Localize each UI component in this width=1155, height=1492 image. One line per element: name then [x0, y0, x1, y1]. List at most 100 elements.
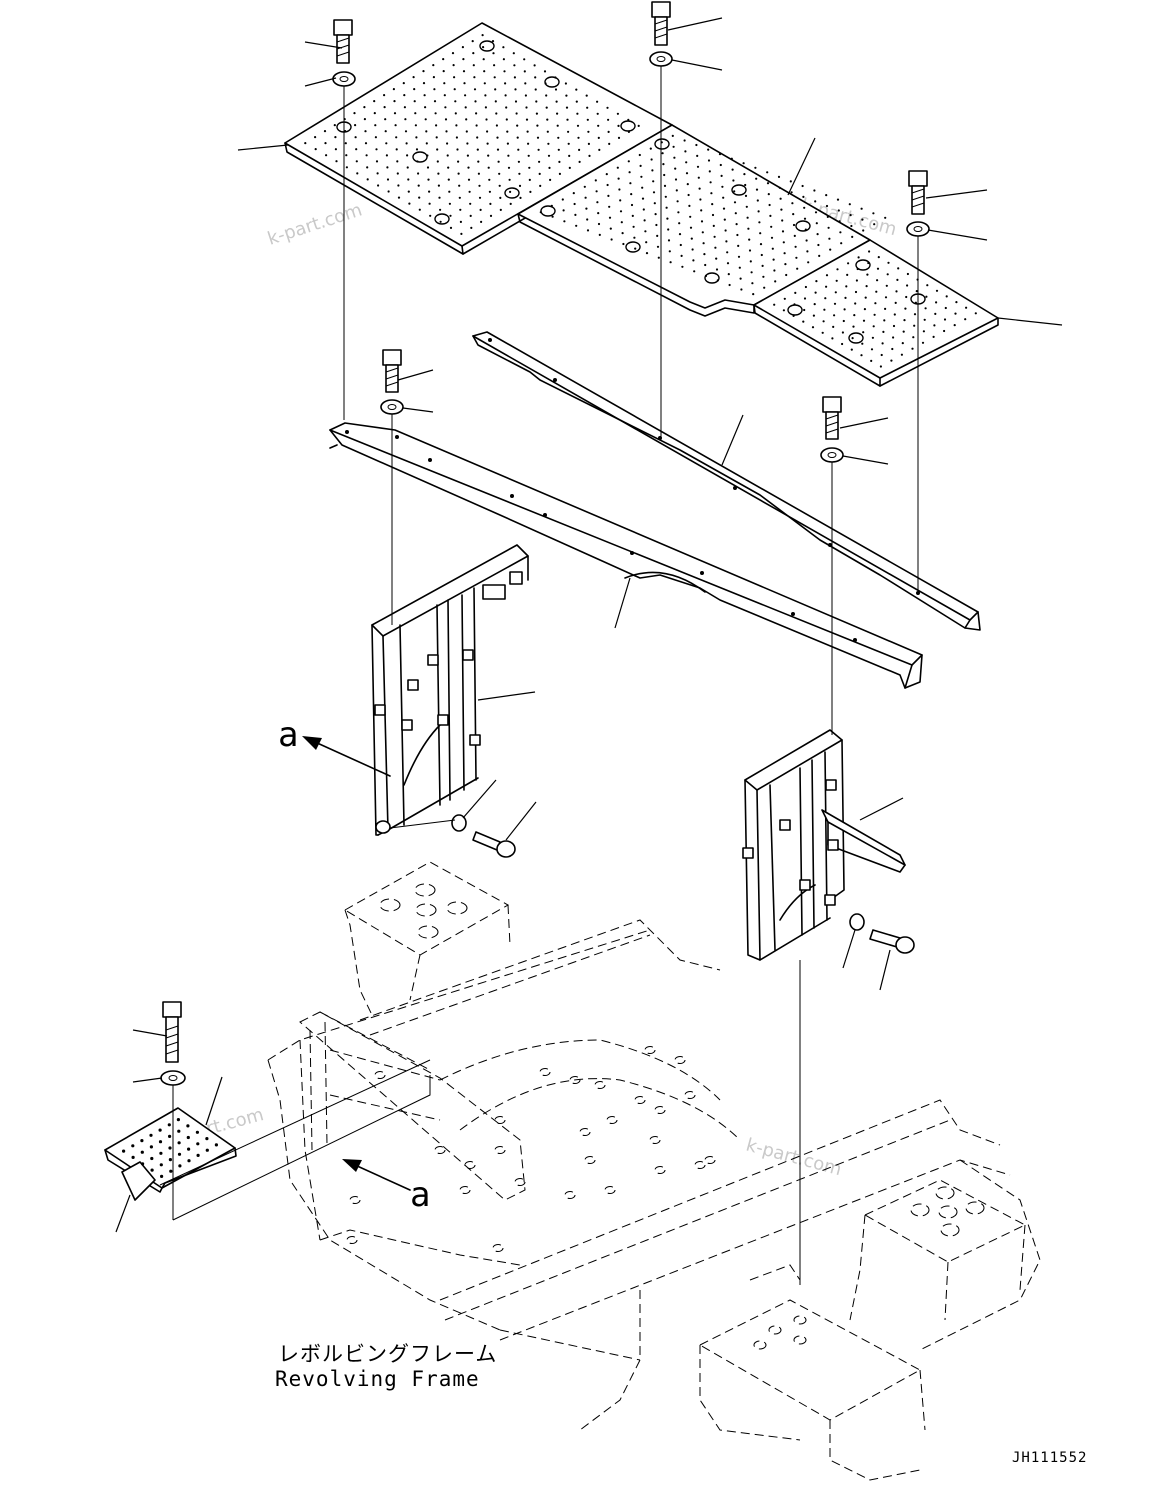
texture-dot: [499, 208, 502, 211]
texture-dot: [597, 136, 600, 139]
texture-dot: [876, 267, 880, 270]
texture-dot: [562, 209, 565, 212]
texture-dot: [489, 202, 492, 205]
texture-dot: [815, 222, 818, 225]
frame-hole: [604, 1186, 616, 1194]
texture-dot: [750, 271, 753, 274]
washer-rail-right: [820, 447, 844, 463]
texture-dot: [587, 142, 591, 145]
frame-hole: [434, 1146, 446, 1154]
texture-dot: [446, 142, 449, 145]
texture-dot: [435, 124, 438, 127]
texture-dot: [304, 142, 307, 145]
texture-dot: [435, 136, 438, 139]
texture-dot: [479, 208, 482, 211]
texture-dot: [436, 160, 439, 163]
texture-dot: [598, 148, 601, 151]
texture-dot: [585, 207, 588, 210]
texture-dot: [537, 148, 540, 151]
texture-dot: [667, 228, 670, 231]
texture-dot: [472, 52, 475, 55]
texture-dot: [792, 213, 795, 216]
bolt-top-center: [651, 1, 671, 46]
texture-dot: [385, 142, 388, 145]
texture-dot: [498, 184, 501, 187]
texture-dot: [880, 353, 883, 357]
view-arrow-a-upper: [302, 736, 391, 777]
texture-dot: [416, 160, 419, 163]
texture-dot: [452, 64, 455, 67]
texture-dot: [726, 251, 729, 254]
texture-dot: [913, 324, 916, 327]
drawing-id: JH111552: [1012, 1450, 1087, 1466]
texture-dot: [792, 223, 796, 227]
texture-dot: [759, 243, 763, 246]
frame-hole: [674, 1056, 686, 1064]
texture-dot: [554, 88, 558, 91]
texture-dot: [666, 217, 669, 220]
support-rail-left: [329, 422, 923, 689]
texture-dot: [373, 112, 376, 115]
texture-dot: [575, 224, 578, 227]
texture-dot: [354, 136, 357, 139]
texture-dot: [655, 223, 658, 227]
frame-hole: [649, 1136, 661, 1144]
texture-dot: [545, 106, 548, 109]
texture-dot: [715, 257, 718, 260]
texture-dot: [953, 324, 956, 327]
texture-dot: [923, 318, 926, 321]
texture-dot: [557, 136, 560, 139]
texture-dot: [674, 167, 677, 170]
texture-dot: [393, 100, 396, 103]
texture-dot: [443, 82, 446, 85]
texture-dot: [641, 186, 644, 189]
texture-dot: [674, 178, 678, 181]
bolt-top-left: [333, 19, 353, 64]
texture-dot: [887, 261, 890, 264]
texture-dot: [617, 177, 620, 180]
texture-dot: [884, 307, 887, 310]
texture-dot: [825, 285, 828, 288]
texture-dot: [374, 136, 377, 139]
frame-hole: [584, 1156, 596, 1164]
texture-dot: [656, 234, 659, 237]
texture-dot: [844, 296, 847, 299]
texture-dot: [842, 319, 845, 323]
frame-hole: [594, 1081, 606, 1089]
texture-dot: [498, 172, 501, 175]
texture-dot: [426, 154, 429, 157]
texture-dot: [469, 202, 472, 205]
texture-dot: [586, 118, 589, 121]
texture-dot: [466, 154, 469, 157]
texture-dot: [459, 220, 462, 223]
texture-dot: [653, 202, 656, 205]
texture-dot: [620, 221, 623, 224]
texture-dot: [725, 240, 728, 243]
texture-dot: [508, 178, 511, 181]
texture-dot: [407, 178, 410, 181]
texture-dot: [610, 238, 613, 241]
texture-dot: [802, 320, 805, 323]
texture-dot: [205, 1148, 209, 1152]
texture-dot: [638, 153, 641, 157]
texture-dot: [186, 1124, 190, 1128]
texture-dot: [415, 136, 418, 139]
texture-dot: [383, 106, 386, 109]
texture-dot: [914, 301, 918, 304]
texture-dot: [618, 188, 621, 191]
texture-dot: [922, 330, 926, 333]
bracket-left: [371, 544, 529, 836]
texture-dot: [727, 273, 730, 276]
texture-dot: [686, 183, 689, 186]
texture-dot: [871, 336, 875, 339]
texture-dot: [433, 88, 436, 91]
texture-dot: [442, 58, 445, 61]
texture-dot: [518, 184, 522, 187]
texture-dot: [718, 153, 722, 156]
texture-dot: [467, 166, 470, 169]
texture-dot: [861, 342, 864, 345]
texture-dot: [524, 94, 528, 97]
texture-dot: [606, 183, 609, 187]
frame-hole: [569, 1076, 581, 1084]
